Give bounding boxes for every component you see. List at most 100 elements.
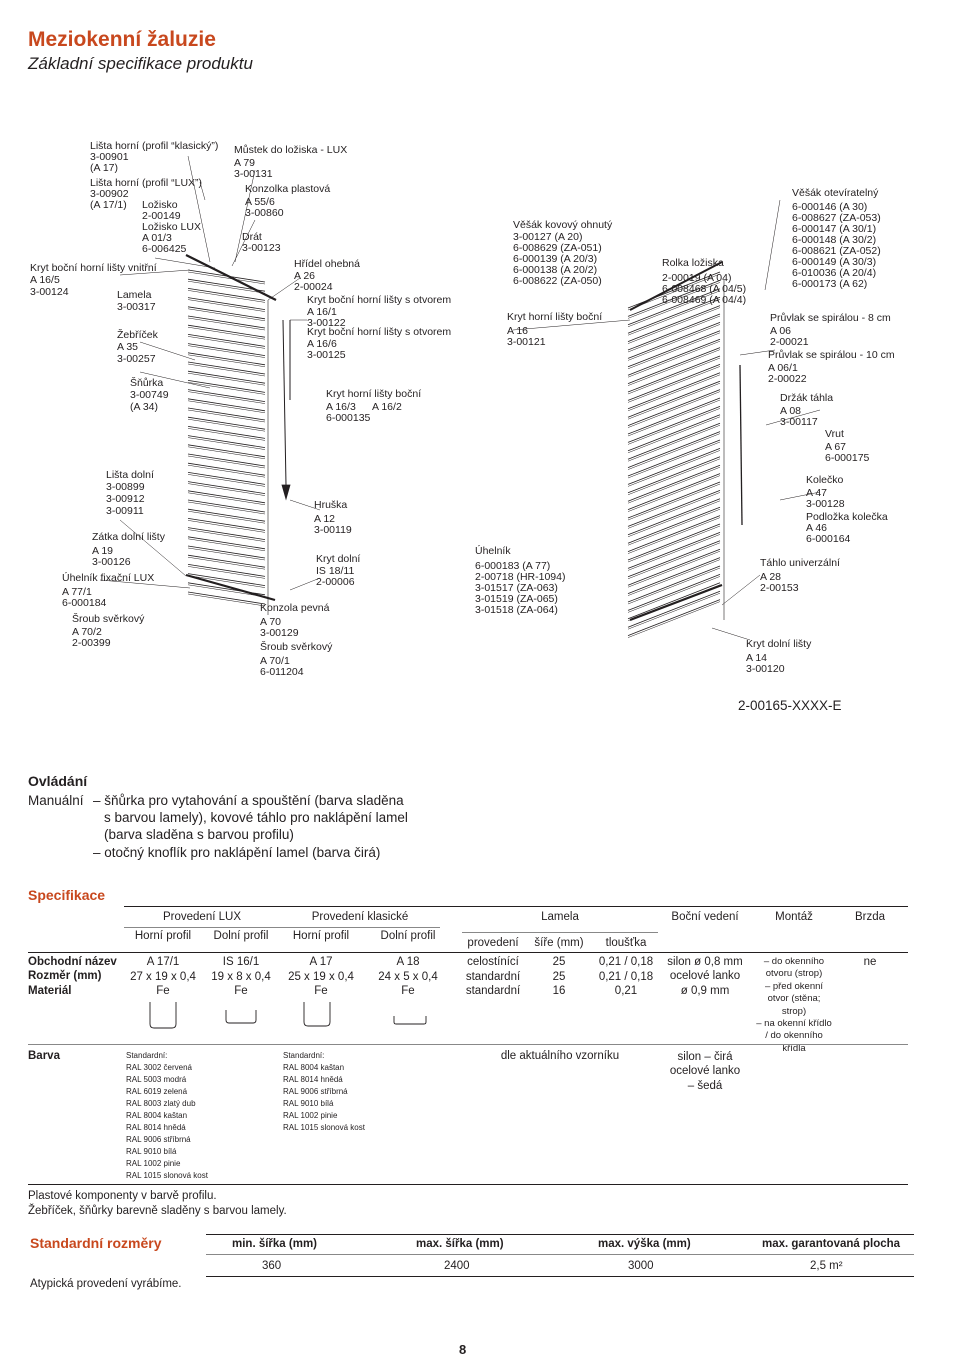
spec-cell: 25 x 19 x 0,4 <box>288 970 354 983</box>
diagram-label: Průvlak se spirálou - 8 cm <box>770 312 891 324</box>
diagram-label: 3-00911 <box>106 505 144 517</box>
diagram-label: Šroub svěrkový <box>260 640 333 653</box>
drawing-line <box>187 363 266 377</box>
rozmery-header: min. šířka (mm) <box>232 1238 317 1250</box>
montaz-line: – před okenní <box>764 980 824 992</box>
drawing-line <box>187 573 266 586</box>
drawing-line <box>187 345 266 358</box>
drawing-line <box>627 475 721 512</box>
drawing-line <box>627 506 721 544</box>
lamela-cell: 25 <box>552 970 566 983</box>
diagram-label: Věšák kovový ohnutý <box>513 219 613 231</box>
drawing-line <box>187 464 266 478</box>
diagram-label: Konzolka plastová <box>245 183 330 195</box>
diagram-label: A 06 <box>770 325 791 337</box>
drawing-line <box>627 347 721 384</box>
exploded-diagram: Lišta horní (profil “klasický”)3-00901(A… <box>30 140 895 678</box>
diagram-label: 2-00019 (A 04) <box>662 272 731 284</box>
drawing-line <box>627 374 721 412</box>
barva-bocni-line: – šedá <box>687 1080 723 1092</box>
diagram-label: 3-00121 <box>507 336 546 348</box>
row-label: Rozměr (mm) <box>28 970 102 982</box>
montaz-line: / do okenního <box>765 1030 823 1042</box>
drawing-line <box>627 601 721 638</box>
diagram-label: 6-000138 (A 20/2) <box>513 264 597 276</box>
drawing-line <box>629 583 723 622</box>
barva-item: RAL 8014 hnědá <box>126 1123 186 1132</box>
drawing-line <box>187 453 266 467</box>
table-rule <box>124 906 908 907</box>
drawing-line <box>764 199 781 291</box>
drawing-line <box>187 297 266 310</box>
montaz-line: strop) <box>781 1005 807 1017</box>
drawing-line <box>187 529 266 542</box>
diagram-label: A 35 <box>117 341 138 353</box>
group-montaz: Montáž <box>775 911 813 923</box>
diagram-label: A 12 <box>314 513 335 525</box>
drawing-line <box>711 627 751 641</box>
drawing-line <box>627 441 721 479</box>
drawing-line <box>187 455 266 469</box>
spec-cell: IS 16/1 <box>222 956 260 968</box>
spec-cell: A 17 <box>309 956 333 968</box>
diagram-label: 3-00902 <box>90 188 129 200</box>
drawing-line <box>627 590 721 628</box>
drawing-line <box>627 559 721 596</box>
drawing-line <box>187 280 266 294</box>
lamela-cell: standardní <box>465 985 521 997</box>
drawing-line <box>187 324 266 338</box>
drawing-line <box>187 520 266 533</box>
drawing-line <box>627 542 721 580</box>
diagram-label: 3-00912 <box>106 493 145 505</box>
diagram-label: 3-00123 <box>242 242 281 254</box>
drawing-line <box>627 550 721 588</box>
diagram-label: (A 17) <box>90 162 118 174</box>
drawing-line <box>187 492 266 506</box>
drawing-line <box>187 288 266 301</box>
ovladani-line: (barva sladěna s barvou profilu) <box>104 827 294 842</box>
profile-sketches <box>149 1002 427 1029</box>
diagram-label: 6-000183 (A 77) <box>475 560 550 572</box>
diagram-label: 2-00153 <box>760 582 799 594</box>
drawing-line <box>627 357 721 395</box>
drawing-line <box>99 579 191 589</box>
drawing-line <box>721 574 761 606</box>
drawing-line <box>627 508 721 546</box>
drawing-line <box>187 372 266 386</box>
drawing-line <box>627 355 721 393</box>
drawing-line <box>187 575 266 588</box>
barva-item: RAL 3002 červená <box>126 1063 192 1072</box>
drawing-line <box>187 501 266 515</box>
diagram-label: 3-00860 <box>245 207 284 219</box>
drawing-line <box>282 319 287 486</box>
diagram-label: A 16/1 <box>307 306 337 318</box>
lamela-cell: 0,21 <box>614 985 638 997</box>
drawing-line <box>629 261 723 311</box>
drawing-line <box>627 349 721 386</box>
table-rule <box>28 1184 908 1185</box>
drawing-line <box>187 556 266 570</box>
barva-item: RAL 8003 zlatý dub <box>126 1099 196 1108</box>
drawing-line <box>627 372 721 410</box>
drawing-line <box>187 354 266 368</box>
drawing-line <box>187 315 266 329</box>
drawing-line <box>187 426 266 439</box>
barva-item: RAL 1002 pinie <box>283 1111 338 1120</box>
drawing-line <box>627 322 721 359</box>
diagram-label: 3-00117 <box>780 416 818 428</box>
diagram-label: A 67 <box>825 441 846 453</box>
drawing-line <box>187 306 266 320</box>
brzda-value: ne <box>863 956 877 968</box>
drawing-line <box>627 458 721 496</box>
diagram-label: 6-008629 (ZA-051) <box>513 242 602 254</box>
rozmery-heading: Standardní rozměry <box>30 1235 162 1251</box>
table-rule <box>28 1044 908 1045</box>
lamela-cell: 0,21 / 0,18 <box>598 956 654 968</box>
drawing-line <box>627 450 721 487</box>
drawing-line <box>187 481 266 494</box>
diagram-label: 6-000147 (A 30/1) <box>792 223 876 235</box>
drawing-line <box>627 599 721 636</box>
group-lux: Provedení LUX <box>163 911 241 923</box>
rozmery-header: max. šířka (mm) <box>416 1238 504 1250</box>
drawing-line <box>627 313 721 351</box>
